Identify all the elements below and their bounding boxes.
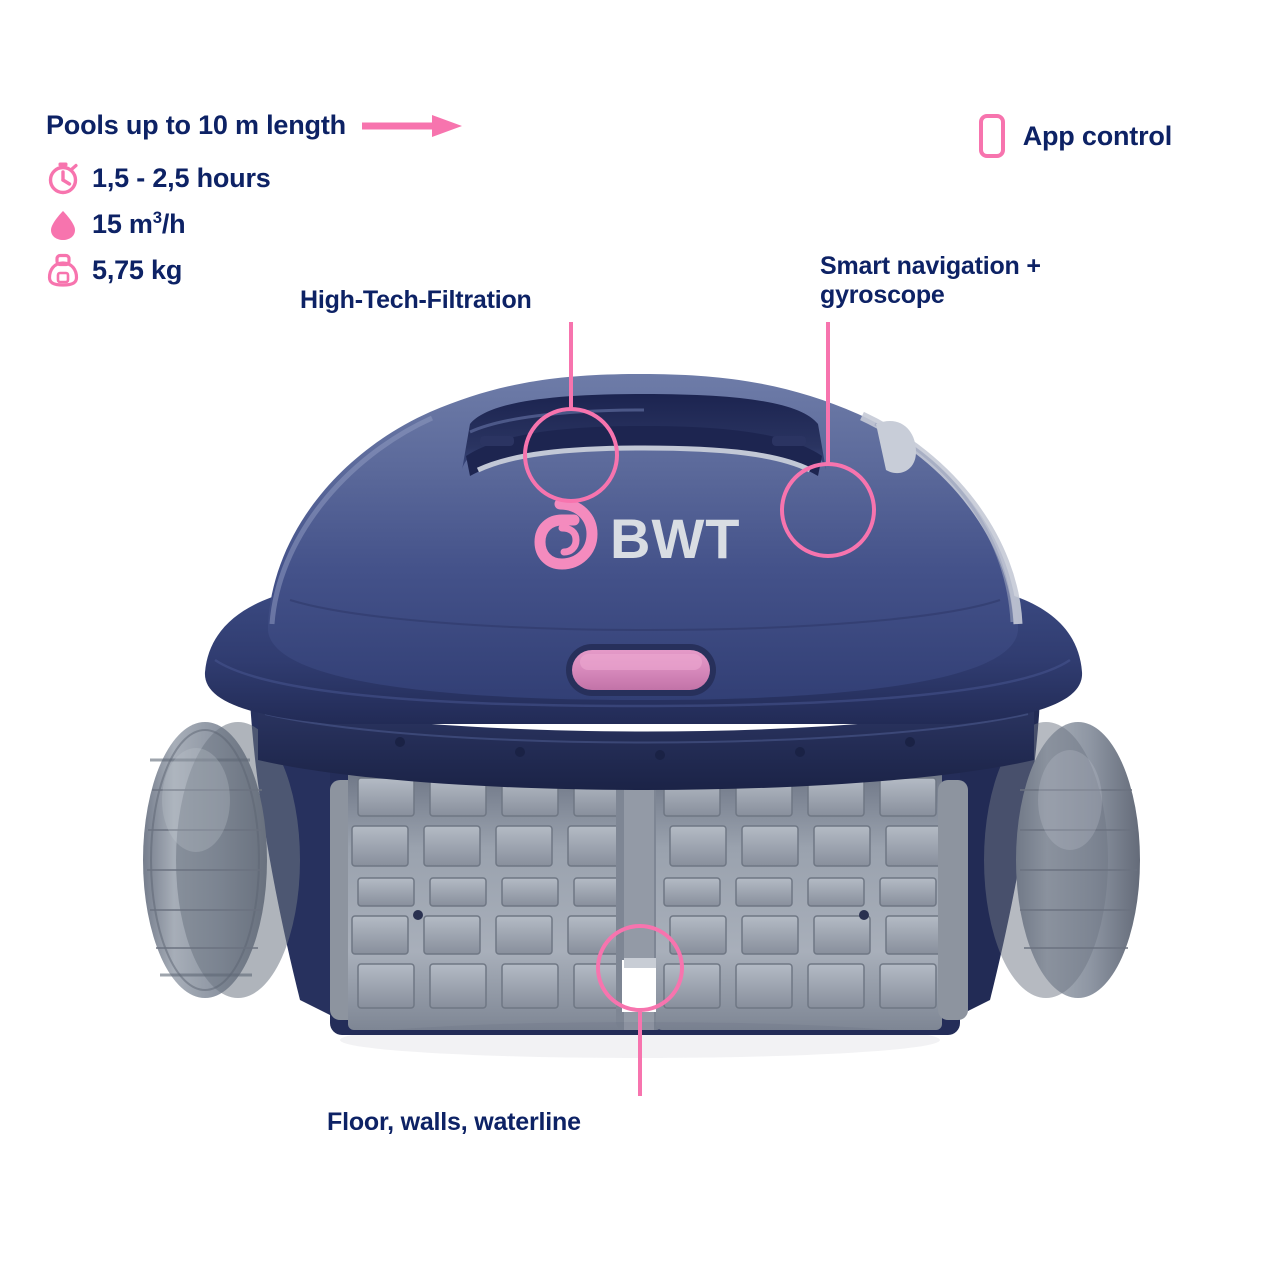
weight-kettlebell-icon [47,253,79,287]
spec-headline-row: Pools up to 10 m length [46,110,606,141]
front-bumper [258,700,1034,790]
callout-label-navigation-line2: gyroscope [820,281,945,309]
bwt-b-loop-mark [534,498,598,570]
spec-row-runtime: 1,5 - 2,5 hours [46,155,606,201]
status-light [566,644,716,696]
top-shell [267,374,1023,700]
water-drop-icon [51,211,75,240]
right-wheel [984,722,1140,998]
left-wheel [143,722,300,998]
spec-row-weight: 5,75 kg [46,247,606,293]
svg-text:BWT: BWT [610,507,741,570]
callout-label-navigation-line1: Smart navigation + [820,252,1041,280]
callout-label-filtration: High-Tech-Filtration [300,286,532,314]
spec-value-flowrate: 15 m3/h [92,207,186,239]
spec-headline-text: Pools up to 10 m length [46,110,346,140]
left-brush-roller [330,770,634,1030]
right-brush-roller [656,770,968,1030]
app-control-label: App control [1022,120,1172,151]
arrow-right-icon [361,114,462,137]
spec-value-runtime: 1,5 - 2,5 hours [92,162,271,193]
spec-value-weight: 5,75 kg [92,254,183,285]
smartphone-icon [978,114,1005,158]
app-control-feature: App control [978,114,1172,158]
specifications-list: Pools up to 10 m length 1,5 - 2,5 hours … [46,110,606,293]
stopwatch-icon [48,162,78,195]
callout-label-surfaces: Floor, walls, waterline [327,1108,581,1136]
bwt-logo: BWT [534,498,741,570]
callout-label-navigation: Smart navigation + gyroscope [820,252,1140,310]
spec-row-flowrate: 15 m3/h [46,201,606,247]
